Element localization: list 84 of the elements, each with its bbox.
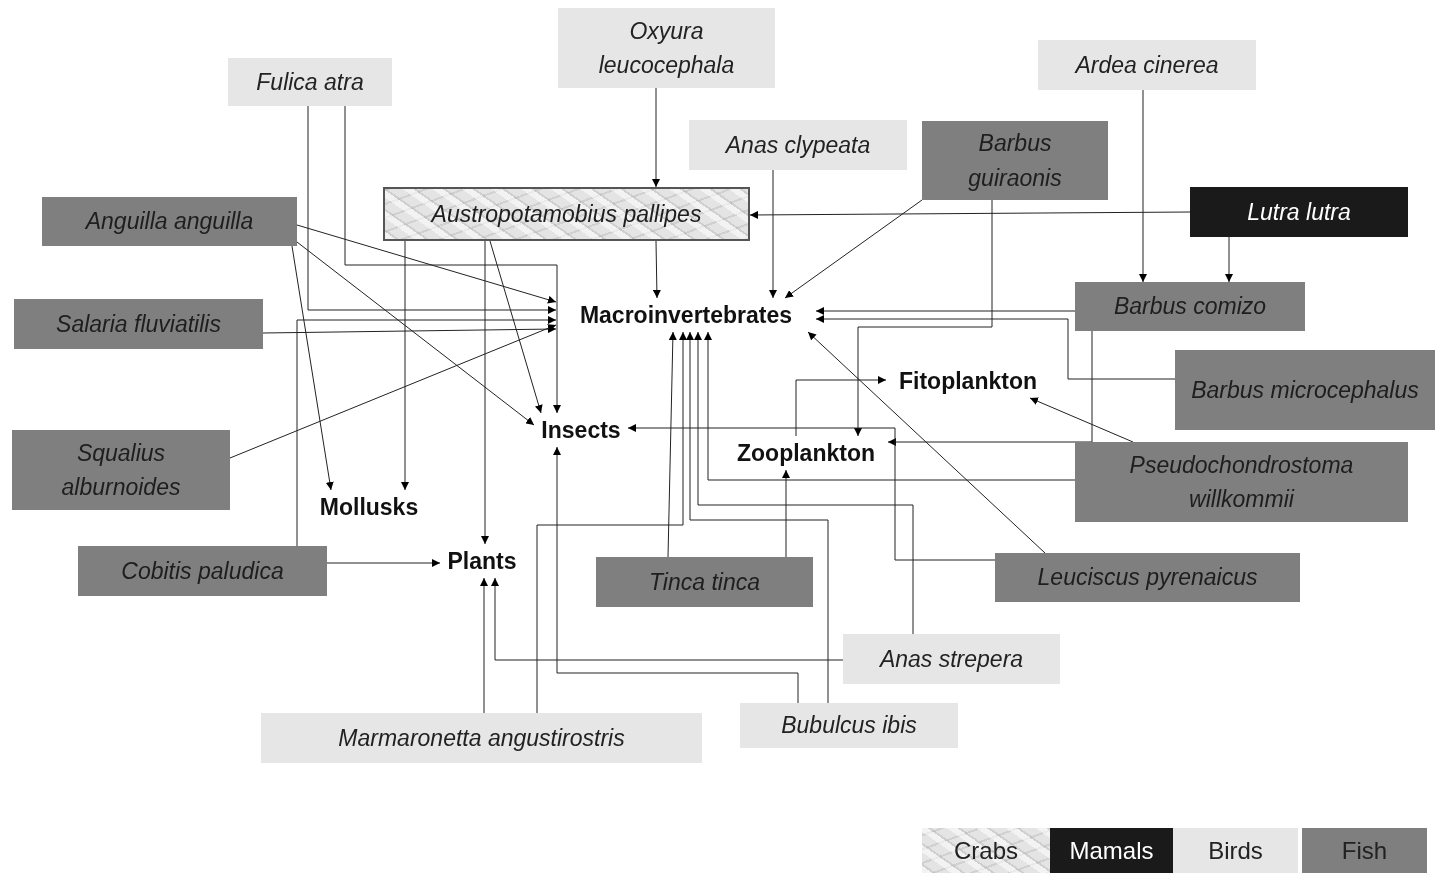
arrow <box>229 324 557 459</box>
arrow <box>296 241 535 426</box>
arrow <box>491 577 844 661</box>
species-name: Anas clypeata <box>725 130 871 160</box>
arrow <box>307 105 557 314</box>
species-name: Pseudochondrostoma willkommii <box>1128 450 1355 514</box>
arrow <box>652 87 660 188</box>
species-name: Squalius alburnoides <box>60 438 182 502</box>
arrow <box>667 331 677 558</box>
species-box <box>383 187 750 241</box>
species-box <box>995 553 1300 602</box>
species-name: Austropotamobius pallipes <box>431 199 702 229</box>
species-name: Oxyura leucocephala <box>597 16 736 80</box>
species-name: Anas strepera <box>879 644 1024 674</box>
species-box <box>12 430 230 510</box>
arrow <box>782 469 790 558</box>
species-name: Barbus microcephalus <box>1191 375 1419 405</box>
legend-label: Fish <box>1341 836 1388 865</box>
arrow <box>652 240 661 299</box>
arrow <box>401 240 409 491</box>
species-name: Ardea cinerea <box>1075 50 1219 80</box>
species-name: Macroinvertebrates <box>579 300 793 330</box>
arrow <box>536 331 687 714</box>
arrow <box>553 446 799 704</box>
species-box <box>1038 40 1256 90</box>
species-name: Leuciscus pyrenaicus <box>1037 563 1258 593</box>
arrow <box>749 210 1191 219</box>
species-name: Mollusks <box>319 492 419 522</box>
species-name: Bubulcus ibis <box>781 711 917 741</box>
species-box <box>558 8 775 88</box>
species-box <box>1075 442 1408 522</box>
species-name: Salaria fluviatilis <box>56 309 221 339</box>
arrow <box>704 331 1076 481</box>
arrow <box>1029 397 1134 443</box>
species-box <box>1175 350 1435 430</box>
species-name: Tinca tinca <box>649 567 760 597</box>
species-box <box>14 299 263 349</box>
species-name: Fitoplankton <box>899 366 1037 396</box>
arrow <box>627 424 996 561</box>
species-box <box>689 120 907 170</box>
species-name: Barbus guiraonis <box>967 129 1063 193</box>
arrow <box>769 169 777 299</box>
arrow <box>815 315 1176 380</box>
arrow <box>1139 89 1147 283</box>
arrow <box>854 199 993 437</box>
species-name: Plants <box>447 546 517 576</box>
arrow <box>686 331 829 704</box>
species-box <box>843 634 1060 684</box>
arrow <box>694 331 914 635</box>
species-name: Cobitis paludica <box>121 556 284 586</box>
species-box <box>42 197 297 246</box>
arrow <box>480 577 488 714</box>
species-box <box>596 557 813 607</box>
arrow <box>489 240 543 414</box>
species-box <box>922 121 1108 200</box>
legend-label: Birds <box>1208 836 1263 865</box>
arrow <box>887 330 1093 446</box>
arrow <box>1225 236 1233 283</box>
arrow <box>344 105 561 414</box>
species-box <box>1075 282 1305 331</box>
species-box <box>228 58 392 106</box>
species-box <box>78 546 327 596</box>
species-name: Insects <box>541 415 621 445</box>
arrow <box>291 245 334 491</box>
species-name: Anguilla anguilla <box>85 207 254 237</box>
species-box <box>1190 187 1408 237</box>
arrow <box>296 224 557 304</box>
arrow <box>296 316 557 547</box>
arrow <box>784 199 923 299</box>
arrow <box>326 559 441 567</box>
species-name: Marmaronetta angustirostris <box>338 723 625 753</box>
species-box <box>740 703 958 748</box>
legend-label: Mamals <box>1069 836 1154 865</box>
species-box <box>261 713 702 763</box>
species-name: Barbus comizo <box>1113 292 1267 322</box>
arrow <box>815 307 1076 315</box>
species-name: Lutra lutra <box>1247 197 1351 227</box>
arrow <box>795 376 887 437</box>
arrow <box>481 240 489 545</box>
species-name: Zooplankton <box>737 438 875 468</box>
arrow <box>807 331 1046 554</box>
arrow <box>262 325 557 334</box>
species-name: Fulica atra <box>256 67 364 97</box>
legend-label: Crabs <box>954 836 1018 865</box>
